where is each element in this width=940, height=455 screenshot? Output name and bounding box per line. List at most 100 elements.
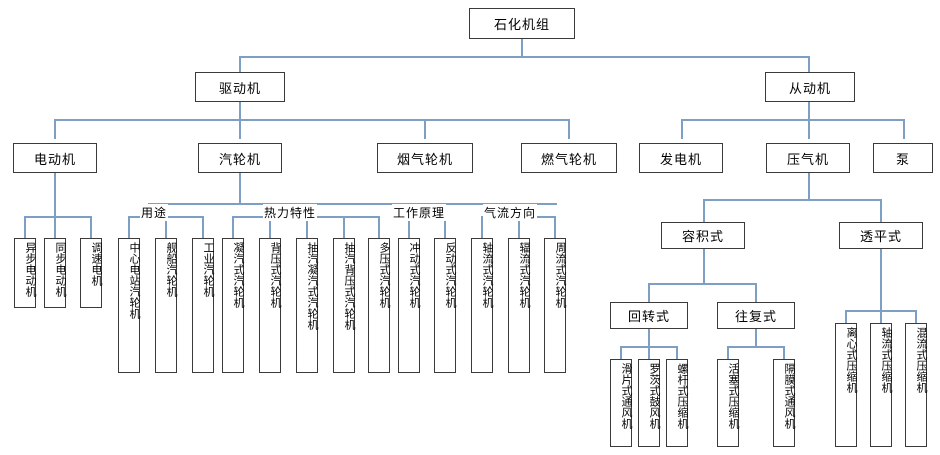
node-volumetric-type[interactable]: 容积式 [661, 222, 745, 249]
connector-steam-down [239, 172, 241, 204]
leaf-piston-compressor[interactable]: 活塞式压缩机 [717, 359, 739, 447]
connector-g2-l1 [232, 216, 234, 239]
leaf-mixed-flow-compressor[interactable]: 混流式压缩机 [905, 323, 927, 447]
leaf-label: 混流式压缩机 [915, 327, 927, 393]
leaf-label: 周流式汽轮机 [554, 242, 566, 308]
leaf-marine-turbine[interactable]: 舰船汽轮机 [155, 238, 177, 373]
connector-g3-l1 [408, 216, 410, 239]
connector-recip-l2 [783, 346, 785, 360]
node-root[interactable]: 石化机组 [469, 8, 575, 39]
leaf-condensing-turbine[interactable]: 凝汽式汽轮机 [222, 238, 244, 373]
connector-g3-l2 [444, 216, 446, 239]
leaf-async-motor[interactable]: 异步电动机 [14, 238, 36, 308]
connector-driven-up [808, 56, 810, 75]
connector-volumetric-bus [648, 283, 756, 285]
connector-steam-group-bus [148, 203, 557, 205]
connector-rotary-l2 [648, 346, 650, 360]
connector-volumetric-down [703, 248, 705, 284]
connector-pump-up [903, 119, 905, 139]
leaf-axial-compressor[interactable]: 轴流式压缩机 [870, 323, 892, 447]
connector-g4-l2 [518, 216, 520, 239]
connector-g4-l3 [554, 216, 556, 239]
leaf-extraction-condensing-turbine[interactable]: 抽汽凝汽式汽轮机 [296, 238, 318, 373]
node-turbo-type[interactable]: 透平式 [839, 222, 923, 249]
connector-volumetric-up [703, 199, 705, 223]
leaf-impulse-turbine[interactable]: 冲动式汽轮机 [398, 238, 420, 373]
node-compressor[interactable]: 压气机 [766, 143, 850, 173]
connector-rotary-down [648, 328, 650, 347]
node-flue-gas-turbine[interactable]: 烟气轮机 [377, 143, 473, 173]
group-label-flow: 气流方向 [483, 204, 538, 221]
connector-g2-l4 [343, 216, 345, 239]
group-label-principle: 工作原理 [392, 204, 447, 221]
leaf-multipressure-turbine[interactable]: 多压式汽轮机 [368, 238, 390, 373]
connector-motor-leaf-2 [54, 216, 56, 239]
connector-turbo-l3 [915, 310, 917, 324]
node-generator[interactable]: 发电机 [639, 143, 723, 173]
leaf-label: 抽汽凝汽式汽轮机 [306, 242, 318, 330]
leaf-label: 中心电站汽轮机 [128, 242, 140, 319]
node-steam-turbine[interactable]: 汽轮机 [198, 143, 282, 173]
connector-recip-bus [727, 346, 784, 348]
leaf-label: 工业汽轮机 [202, 242, 214, 297]
connector-drive-up [239, 56, 241, 75]
connector-rotary-up [648, 283, 650, 303]
leaf-label: 调速电机 [90, 242, 102, 286]
connector-drive-down [239, 101, 241, 120]
connector-recip-down [755, 328, 757, 347]
leaf-label: 异步电动机 [24, 242, 36, 297]
connector-g4-l1 [481, 216, 483, 239]
node-reciprocating-type[interactable]: 往复式 [717, 302, 795, 329]
connector-driven-down [808, 101, 810, 120]
leaf-backpressure-turbine[interactable]: 背压式汽轮机 [259, 238, 281, 373]
node-gas-turbine[interactable]: 燃气轮机 [521, 143, 617, 173]
leaf-label: 同步电动机 [54, 242, 66, 297]
leaf-centrifugal-compressor[interactable]: 离心式压缩机 [835, 323, 857, 447]
leaf-reaction-turbine[interactable]: 反动式汽轮机 [434, 238, 456, 373]
connector-rotary-l3 [676, 346, 678, 360]
connector-motor-leaf-1 [24, 216, 26, 239]
connector-g2-l3 [306, 216, 308, 239]
leaf-label: 螺杆式压缩机 [676, 363, 688, 429]
group-label-thermal: 热力特性 [263, 204, 318, 221]
leaf-label: 舰船汽轮机 [165, 242, 177, 297]
node-pump[interactable]: 泵 [873, 143, 933, 173]
connector-g2-l2 [269, 216, 271, 239]
leaf-label: 抽汽背压式汽轮机 [343, 242, 355, 330]
leaf-circumferential-flow-turbine[interactable]: 周流式汽轮机 [544, 238, 566, 373]
connector-turbo-up [880, 199, 882, 223]
leaf-label: 离心式压缩机 [845, 327, 857, 393]
leaf-roots-blower[interactable]: 罗茨式鼓风机 [638, 359, 660, 447]
leaf-screw-compressor[interactable]: 螺杆式压缩机 [666, 359, 688, 447]
connector-steam-up [239, 119, 241, 139]
leaf-label: 活塞式压缩机 [727, 363, 739, 429]
leaf-axial-flow-turbine[interactable]: 轴流式汽轮机 [471, 238, 493, 373]
connector-motor-leaf-3 [90, 216, 92, 239]
connector-g1-l2 [165, 216, 167, 239]
leaf-diaphragm-fan[interactable]: 隔膜式通风机 [773, 359, 795, 447]
leaf-central-power-station-turbine[interactable]: 中心电站汽轮机 [118, 238, 140, 373]
leaf-label: 多压式汽轮机 [378, 242, 390, 308]
node-drive-machine[interactable]: 驱动机 [195, 72, 285, 102]
connector-compressor-down [808, 172, 810, 200]
group-label-usage: 用途 [140, 204, 169, 221]
node-electric-motor[interactable]: 电动机 [13, 143, 97, 173]
leaf-industrial-turbine[interactable]: 工业汽轮机 [192, 238, 214, 373]
node-rotary-type[interactable]: 回转式 [610, 302, 688, 329]
leaf-label: 滑片式通风机 [620, 363, 632, 429]
connector-turbo-down [880, 248, 882, 311]
node-driven-machine[interactable]: 从动机 [765, 72, 855, 102]
leaf-speed-regulating-motor[interactable]: 调速电机 [80, 238, 102, 308]
leaf-radial-flow-turbine[interactable]: 辐流式汽轮机 [508, 238, 530, 373]
leaf-label: 辐流式汽轮机 [518, 242, 530, 308]
connector-motor-down [54, 172, 56, 217]
leaf-sync-motor[interactable]: 同步电动机 [44, 238, 66, 308]
leaf-sliding-vane-fan[interactable]: 滑片式通风机 [610, 359, 632, 447]
leaf-label: 凝汽式汽轮机 [232, 242, 244, 308]
connector-turbo-l1 [845, 310, 847, 324]
leaf-extraction-backpressure-turbine[interactable]: 抽汽背压式汽轮机 [333, 238, 355, 373]
connector-driven-bus [681, 119, 905, 121]
leaf-label: 罗茨式鼓风机 [648, 363, 660, 429]
connector-motor-bus [24, 216, 92, 218]
